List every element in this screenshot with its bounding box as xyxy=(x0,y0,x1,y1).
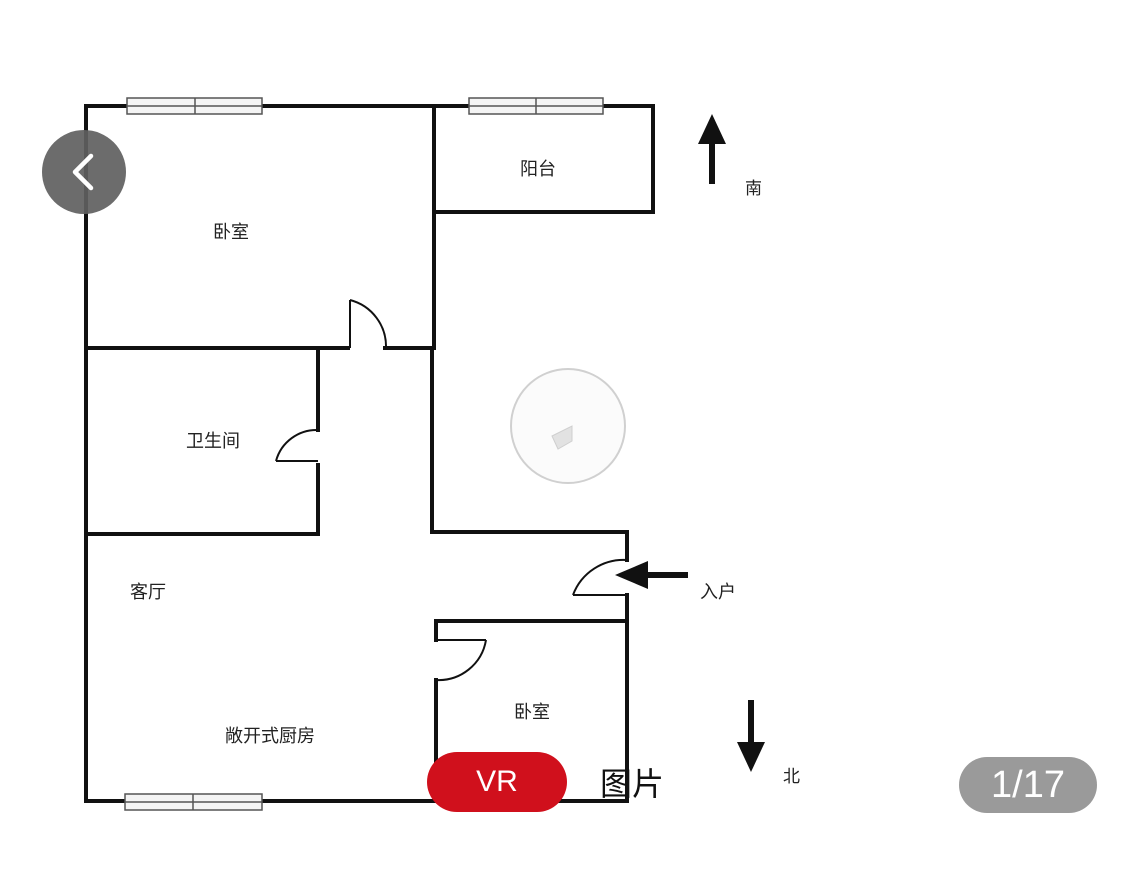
photos-tab[interactable]: 图片 xyxy=(600,758,664,806)
back-button[interactable] xyxy=(42,130,126,214)
entrance-label: 入户 xyxy=(700,582,736,603)
room-label-bedroom-second: 卧室 xyxy=(514,702,550,723)
image-counter: 1/17 xyxy=(959,757,1097,813)
vr-button[interactable]: VR xyxy=(427,752,567,812)
image-counter-text: 1/17 xyxy=(991,763,1065,806)
room-label-living-room: 客厅 xyxy=(130,582,166,603)
room-label-balcony: 阳台 xyxy=(520,159,556,180)
chevron-left-icon xyxy=(72,153,94,191)
room-label-open-kitchen: 敞开式厨房 xyxy=(225,726,315,747)
vr-button-label: VR xyxy=(476,765,518,798)
direction-label-south: 南 xyxy=(745,179,762,199)
direction-label-north: 北 xyxy=(783,767,800,787)
room-label-bathroom: 卫生间 xyxy=(186,431,240,452)
room-label-bedroom-main: 卧室 xyxy=(213,222,249,243)
photos-tab-label: 图片 xyxy=(600,765,665,803)
